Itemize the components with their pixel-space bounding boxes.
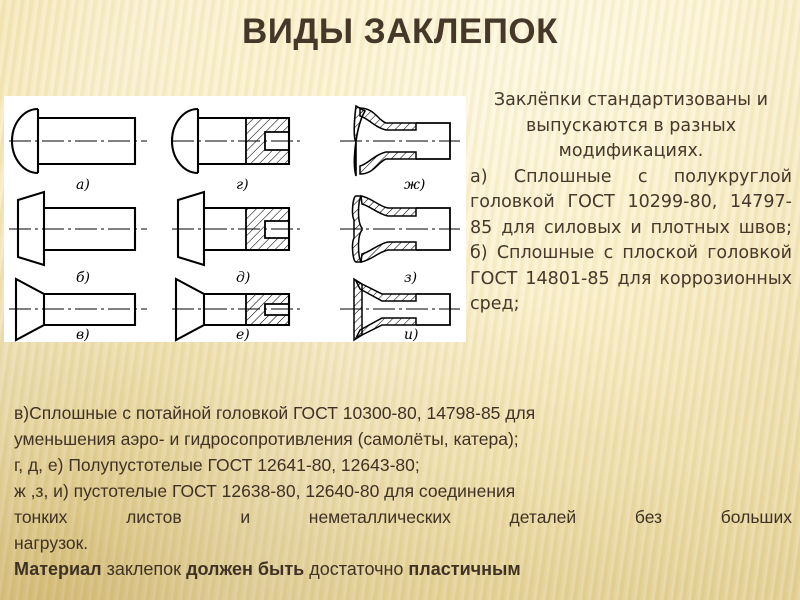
intro-paragraph: Заклёпки стандартизованы и выпускаются в…: [493, 90, 769, 161]
rivet-label-e: е): [236, 327, 250, 342]
must-be-words: должен быть: [186, 559, 305, 579]
material-word: Материал: [14, 559, 102, 579]
rivet-label-v: в): [76, 327, 90, 342]
right-description-block: Заклёпки стандартизованы и выпускаются в…: [470, 88, 792, 318]
rivet-v: [9, 277, 147, 342]
item-zji-line1: ж ,з, и) пустотелые ГОСТ 12638-80, 12640…: [14, 481, 516, 501]
rivet-diagram-svg: а) г) ж) б) д) з) в) е) и): [9, 104, 460, 342]
rivet-e: [172, 277, 301, 342]
item-zji-line2: тонких листов и неметаллических деталей …: [14, 507, 792, 527]
item-v-line2: уменьшения аэро- и гидросопротивления (с…: [14, 429, 519, 449]
rivet-zh: [340, 104, 460, 177]
item-zji-line3: нагрузок.: [14, 533, 89, 553]
bottom-description-block: в)Сплошные с потайной головкой ГОСТ 1030…: [14, 400, 792, 582]
rivet-label-z: з): [404, 270, 417, 286]
plastic-word: пластичным: [408, 559, 521, 579]
item-a-paragraph: а) Сплошные с полукруглой головкой ГОСТ …: [470, 166, 792, 238]
rivet-d: [172, 190, 301, 267]
rivet-i: [340, 277, 460, 342]
page-title: ВИДЫ ЗАКЛЕПОК: [241, 12, 559, 51]
rivet-label-d: д): [236, 270, 250, 286]
rivet-b: [9, 190, 147, 267]
item-v-line1: в)Сплошные с потайной головкой ГОСТ 1030…: [14, 403, 536, 423]
rivet-label-a: а): [76, 177, 90, 193]
item-gde-line: г, д, е) Полупустотелые ГОСТ 12641-80, 1…: [14, 455, 420, 475]
rivet-label-b: б): [76, 270, 90, 286]
rivet-label-i: и): [404, 327, 418, 342]
rivet-label-zh: ж): [404, 177, 425, 193]
material-text-1: заклепок: [101, 559, 187, 579]
rivet-g: [170, 107, 301, 175]
material-statement: Материал заклепок должен быть достаточно…: [14, 556, 792, 582]
rivet-types-diagram: а) г) ж) б) д) з) в) е) и): [4, 96, 466, 342]
rivet-a: [9, 107, 147, 175]
rivet-label-g: г): [236, 177, 249, 193]
rivet-z: [340, 195, 460, 263]
item-b-paragraph: б) Сплошные с плоской головкой ГОСТ 1480…: [470, 243, 792, 314]
material-text-2: достаточно: [304, 559, 409, 579]
